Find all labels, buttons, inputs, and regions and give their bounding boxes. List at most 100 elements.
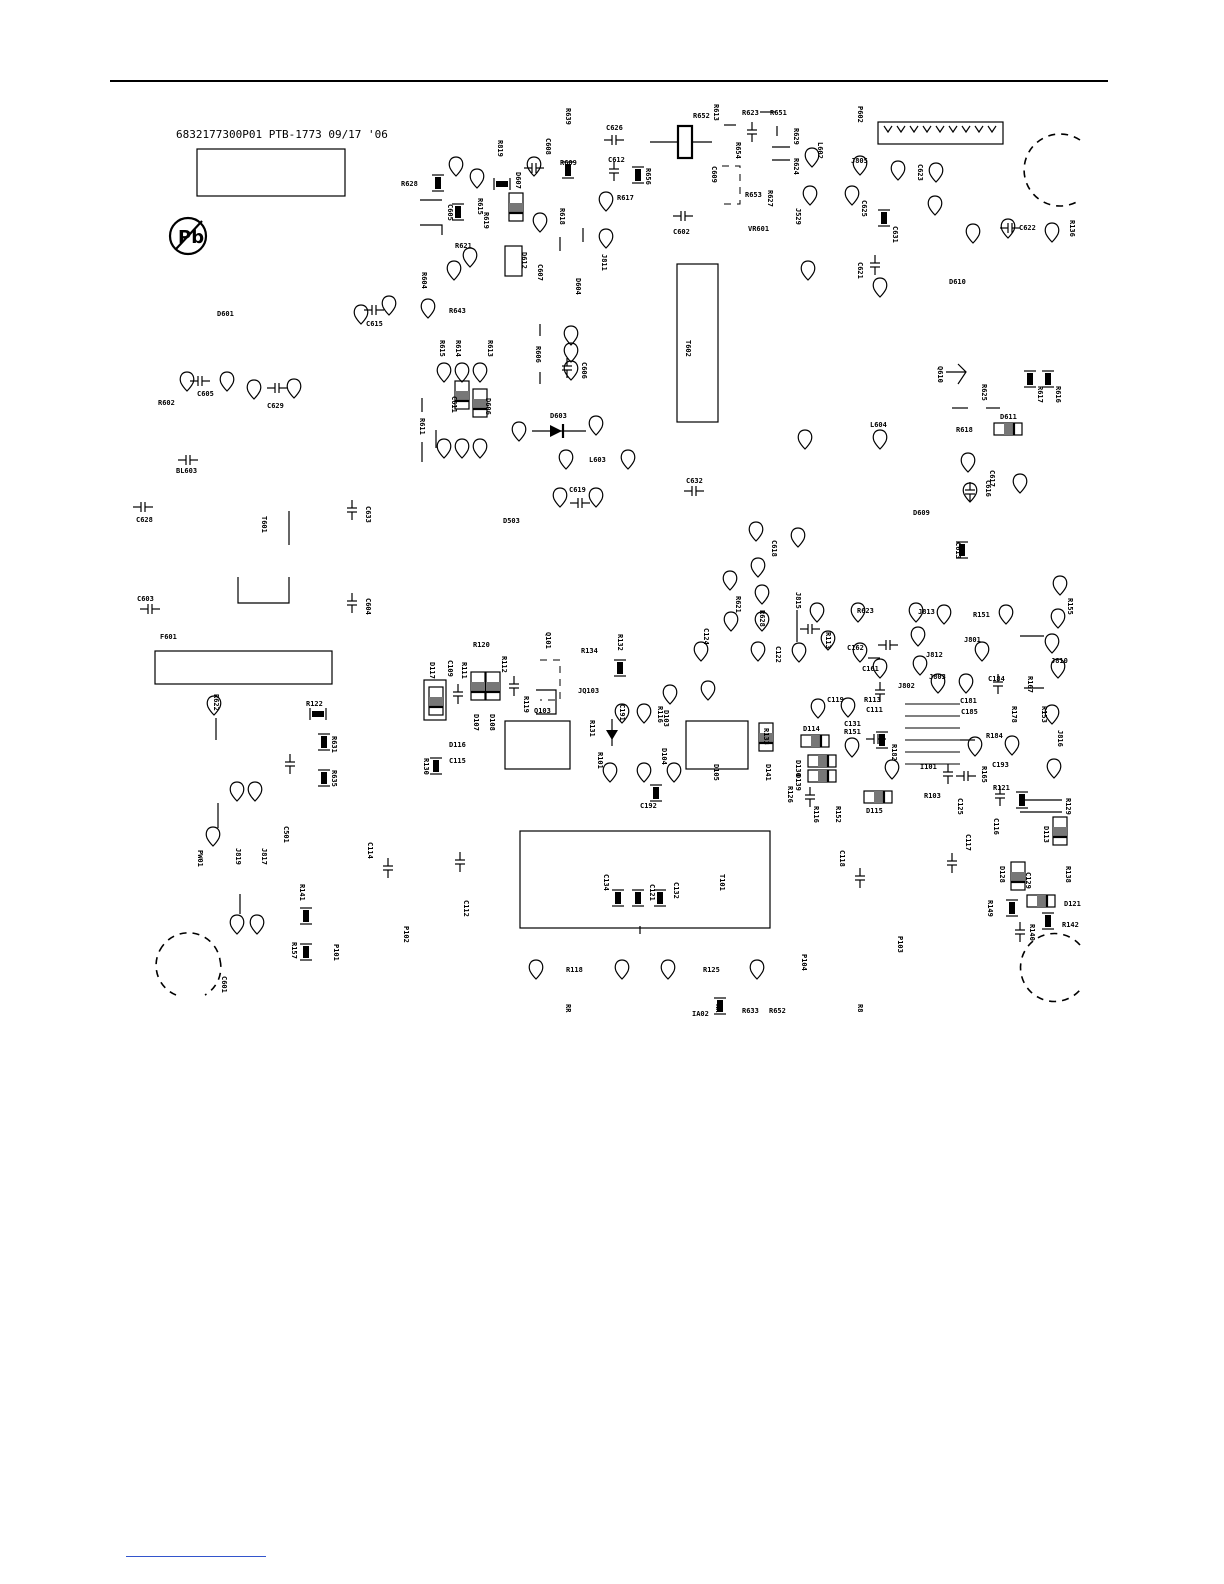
label-d503: D503 (503, 517, 520, 525)
lead-free-icon: Pb (168, 216, 208, 256)
label-j813: J813 (918, 608, 935, 616)
label-d611: D611 (1000, 413, 1017, 421)
label-c615: C615 (366, 320, 383, 328)
label-c618: C618 (770, 540, 778, 557)
label-c631: C631 (891, 226, 899, 243)
label-d115: D115 (866, 807, 883, 815)
diode-d101-symbol (606, 719, 618, 746)
label-c605: C605 (197, 390, 214, 398)
label-r178: R178 (1010, 706, 1018, 723)
page-footer-rule (126, 1556, 266, 1557)
label-r8: R8 (856, 1004, 864, 1012)
label-r621: R621 (455, 242, 472, 250)
q103-heatsink-outline (504, 720, 571, 770)
label-c109: C109 (446, 660, 454, 677)
label-r639: R639 (564, 108, 572, 125)
label-r122: R122 (306, 700, 323, 708)
label-c115: C115 (449, 757, 466, 765)
label-r140: R140 (1028, 924, 1036, 941)
label-c626: C626 (606, 124, 623, 132)
label-c181: C181 (960, 697, 977, 705)
label-c118: C118 (838, 850, 846, 867)
label-r101: R101 (596, 752, 604, 769)
label-d105: D105 (712, 764, 720, 781)
label-r635: R635 (330, 770, 338, 787)
label-r132: R132 (616, 634, 624, 651)
label-c114: C114 (366, 842, 374, 859)
label-d121: D121 (1064, 900, 1081, 908)
label-r182: R182 (890, 744, 898, 761)
label-r616: R616 (1054, 386, 1062, 403)
label-j802: J802 (898, 682, 915, 690)
label-c121: C121 (648, 884, 656, 901)
label-l602: L602 (816, 142, 824, 159)
label-c117: C117 (964, 834, 972, 851)
label-r121: R121 (993, 784, 1010, 792)
label-c122: C122 (774, 646, 782, 663)
board-id-text: 6832177300P01 PTB-1773 09/17 '06 (176, 128, 388, 141)
label-j810: J810 (1051, 657, 1068, 665)
label-c613: C613 (954, 542, 962, 559)
label-q101: Q101 (544, 632, 552, 649)
label-r606: R606 (534, 346, 542, 363)
label-rr: RR (564, 1004, 572, 1013)
d105-heatsink-outline (685, 720, 749, 770)
label-r633: R633 (742, 1007, 759, 1015)
label-d607: D607 (514, 172, 522, 189)
label-r103: R103 (924, 792, 941, 800)
label-r604: R604 (420, 272, 428, 289)
label-r652b: R652 (769, 1007, 786, 1015)
label-c621: C621 (856, 262, 864, 279)
label-r609: R609 (560, 159, 577, 167)
label-j803: J803 (929, 673, 946, 681)
label-d104: D104 (660, 748, 668, 765)
label-r615b: R615 (438, 340, 446, 357)
label-c622: C622 (1019, 224, 1036, 232)
label-r611: R611 (418, 418, 426, 435)
label-area-box (196, 148, 346, 197)
label-d108: D108 (488, 714, 496, 731)
label-r126: R126 (786, 786, 794, 803)
label-r651: R651 (770, 109, 787, 117)
label-r628: R628 (401, 180, 418, 188)
label-p602: P602 (856, 106, 864, 123)
label-r623b: R623 (857, 607, 874, 615)
label-c125: C125 (956, 798, 964, 815)
connector-p602-outline (877, 121, 1004, 145)
label-d139: D139 (794, 774, 802, 791)
label-r125: R125 (703, 966, 720, 974)
label-d117: D117 (428, 662, 436, 679)
label-c193: C193 (992, 761, 1009, 769)
label-d141: D141 (764, 764, 772, 781)
label-pw01: PW01 (196, 850, 204, 867)
label-r118: R118 (566, 966, 583, 974)
label-d114: D114 (803, 725, 820, 733)
label-vr601: VR601 (748, 225, 769, 233)
label-r138: R138 (1064, 866, 1072, 883)
label-c611: C611 (450, 396, 458, 413)
label-c601: C601 (220, 976, 228, 993)
label-r643: R643 (449, 307, 466, 315)
pad-group (179, 147, 1068, 980)
label-c605b: C605 (446, 204, 454, 221)
label-r167: R167 (1026, 676, 1034, 693)
label-r119: R119 (522, 696, 530, 713)
label-d601: D601 (217, 310, 234, 318)
label-r120: R120 (473, 641, 490, 649)
label-r136: R136 (1068, 220, 1076, 237)
label-f601: F601 (160, 633, 177, 641)
label-d103: D103 (662, 710, 670, 727)
label-c132: C132 (672, 882, 680, 899)
label-d113: D113 (1042, 826, 1050, 843)
label-c607: C607 (536, 264, 544, 281)
label-r653: R653 (745, 191, 762, 199)
label-c608: C608 (544, 138, 552, 155)
label-r613b: R613 (486, 340, 494, 357)
label-r142: R142 (1062, 921, 1079, 929)
misc-component-outlines (215, 111, 1062, 914)
label-r613: R613 (712, 104, 720, 121)
label-j801: J801 (964, 636, 981, 644)
label-d606: D606 (484, 398, 492, 415)
label-d603: D603 (550, 412, 567, 420)
